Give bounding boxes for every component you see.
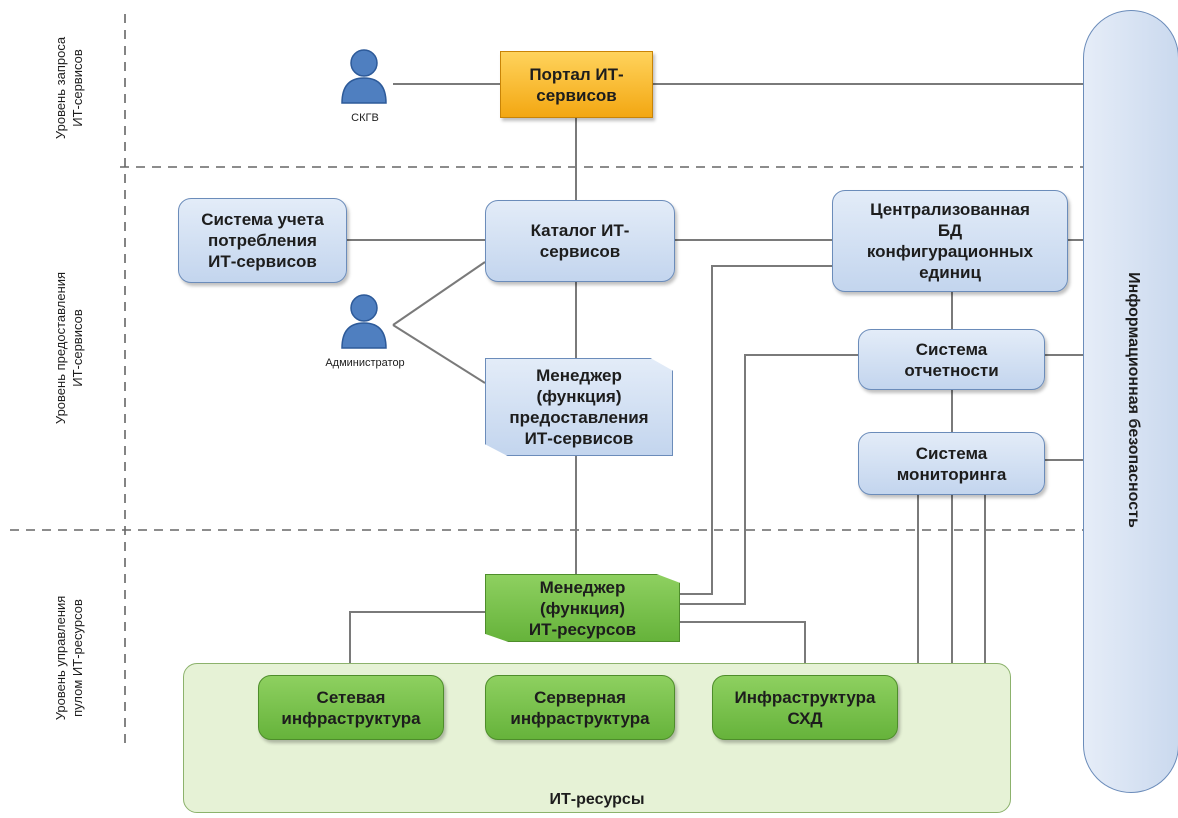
- connector-resmanager-cmdb: [680, 265, 832, 595]
- level-management-label: Уровень управления пулом ИТ-ресурсов: [53, 595, 85, 721]
- connector-resmanager-storage: [680, 621, 806, 675]
- consumption-node: Система учета потребления ИТ-сервисов: [178, 198, 347, 283]
- pool-label: ИТ-ресурсы: [549, 791, 645, 808]
- catalog-node: Каталог ИТ- сервисов: [485, 200, 675, 282]
- level-provision-label: Уровень предоставления ИТ-сервисов: [53, 271, 85, 425]
- level-request-label: Уровень запроса ИТ-сервисов: [53, 36, 85, 140]
- security-label: Информационная безопасность: [1125, 272, 1142, 528]
- security-bar: Информационная безопасность: [1083, 10, 1178, 793]
- cmdb-node: Централизованная БД конфигурационных еди…: [832, 190, 1068, 292]
- storage-node: Инфраструктура СХД: [712, 675, 898, 740]
- admin-label: Администратор: [325, 357, 405, 369]
- connector-admin-catalog: [392, 261, 486, 326]
- admin-icon: [338, 293, 390, 349]
- connector-resmanager-network: [349, 611, 485, 675]
- reporting-node: Система отчетности: [858, 329, 1045, 390]
- portal-node: Портал ИТ- сервисов: [500, 51, 653, 118]
- network-node: Сетевая инфраструктура: [258, 675, 444, 740]
- resource-manager-node: Менеджер (функция) ИТ-ресурсов: [485, 574, 680, 642]
- connector-admin-manager: [392, 324, 486, 384]
- connector-resmanager-reporting: [680, 354, 858, 605]
- service-manager-node: Менеджер (функция) предоставления ИТ-сер…: [485, 358, 673, 456]
- server-node: Серверная инфраструктура: [485, 675, 675, 740]
- user-label: СКГВ: [351, 112, 379, 124]
- monitoring-node: Система мониторинга: [858, 432, 1045, 495]
- user-icon: [338, 48, 390, 104]
